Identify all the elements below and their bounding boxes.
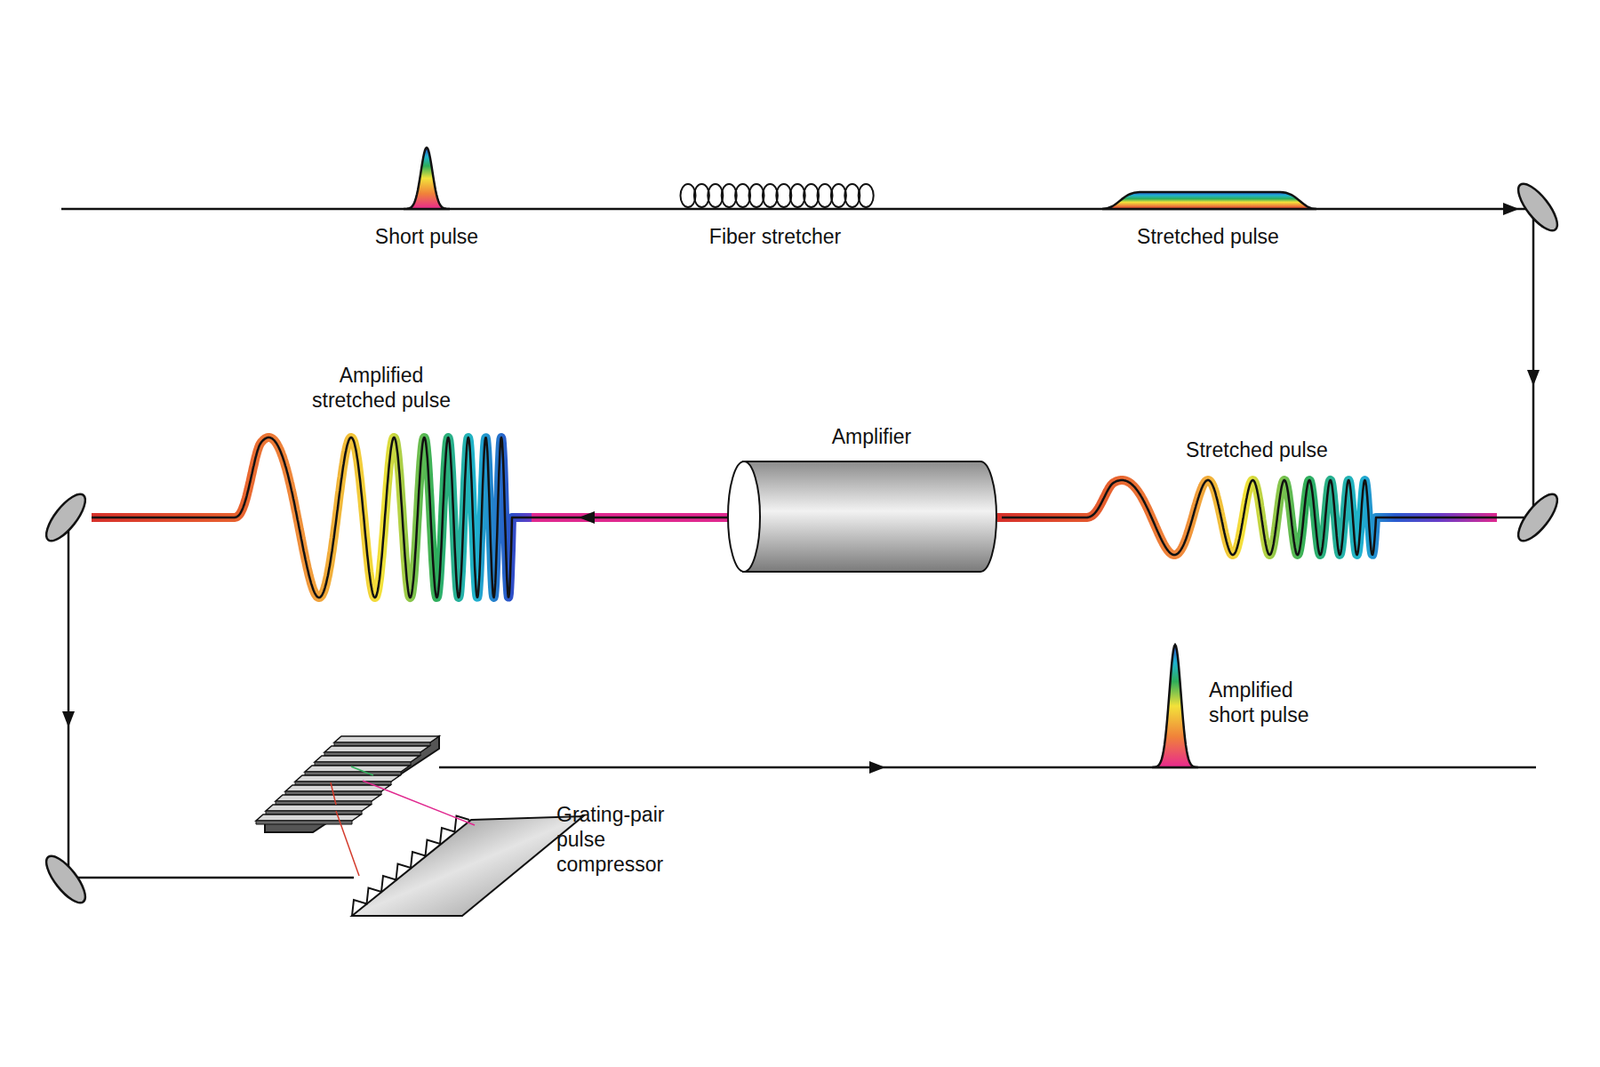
grating-edge — [256, 820, 352, 824]
grating-teeth — [352, 816, 470, 917]
amplifier-cylinder: Amplifier — [727, 459, 999, 574]
chirped-pulse — [91, 437, 534, 598]
part-label: Amplified stretched pulse — [296, 362, 466, 413]
arrowhead — [1503, 202, 1520, 216]
grating-step — [324, 745, 430, 752]
grating-step — [314, 755, 420, 762]
chirped-pulse — [1000, 480, 1497, 555]
cylinder-shape — [727, 459, 999, 574]
pulse-trace — [1000, 480, 1497, 555]
part-label: Amplified short pulse — [1208, 677, 1343, 728]
node-heading: Amplifier — [832, 424, 912, 449]
part-label: Fiber stretcher — [709, 224, 841, 249]
arrowhead — [869, 760, 886, 774]
part-label: Stretched pulse — [1185, 437, 1328, 463]
part-label: Short pulse — [375, 224, 479, 249]
pulse-trace — [91, 437, 534, 598]
short-pulse — [403, 147, 450, 209]
beam — [531, 512, 729, 522]
arrowhead — [1527, 369, 1540, 386]
grating-face — [352, 816, 584, 916]
arrowhead — [578, 511, 595, 524]
grating-step — [256, 814, 361, 821]
grating-step — [334, 736, 440, 743]
part-label: Stretched pulse — [1136, 224, 1280, 249]
beam-trace — [531, 516, 729, 520]
cylinder-end — [728, 461, 760, 572]
coil-winding — [858, 184, 874, 208]
amplified-short-pulse — [1152, 644, 1199, 768]
beam-trace — [1496, 516, 1526, 520]
grating-step — [295, 775, 400, 782]
cylinder-body — [743, 461, 997, 572]
grating-step — [275, 794, 381, 801]
arrowhead — [62, 711, 75, 728]
part-label: Grating-pair pulse compressor — [556, 801, 690, 877]
beam — [997, 512, 1002, 522]
grating-step — [265, 804, 371, 811]
